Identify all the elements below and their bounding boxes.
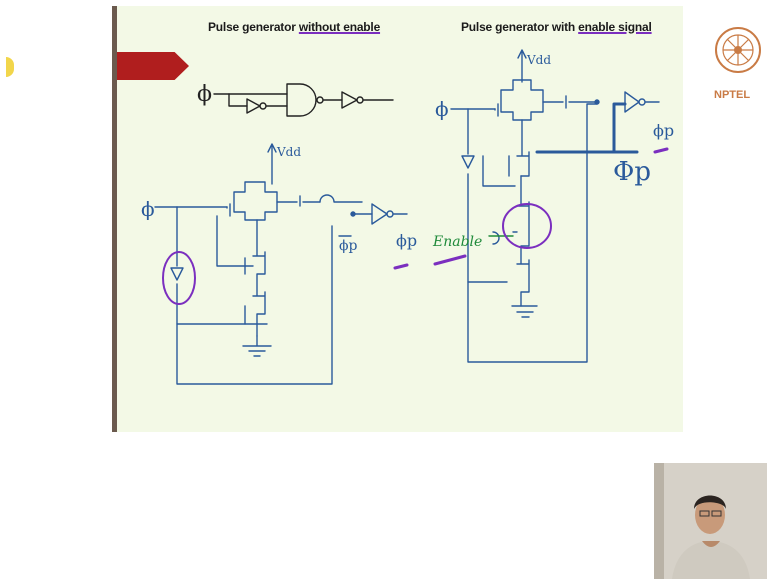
phi-p-large-label: Φp [613, 157, 651, 187]
pointer-marker [6, 57, 14, 77]
phi-label-left: ϕ [141, 197, 155, 221]
nptel-logo-text: NPTEL [714, 89, 751, 101]
phi-label-top: ϕ [197, 82, 212, 107]
title-left-emphasis: without enable [298, 20, 381, 34]
title-with-enable: Pulse generator with enable signal [461, 20, 652, 34]
nptel-logo-icon [715, 27, 761, 73]
title-right-text: Pulse generator with [461, 20, 579, 34]
left-circuit: ϕ Vdd ϕp [141, 143, 417, 385]
circuit-drawing: ϕ ϕ [141, 49, 674, 385]
vdd-label-right: Vdd [526, 53, 551, 67]
vdd-label-left: Vdd [276, 145, 301, 159]
phi-p-bar-label-left: ϕp [339, 238, 358, 254]
phi-p-label-left: ϕp [396, 231, 417, 250]
presenter-image [654, 463, 767, 579]
enable-transistor-highlight-circle [502, 203, 552, 249]
phi-label-right: ϕ [435, 97, 449, 121]
top-gate-schematic: ϕ [197, 82, 394, 117]
slide: Pulse generator without enable Pulse gen… [112, 6, 683, 432]
title-without-enable: Pulse generator without enable [208, 20, 380, 34]
right-circuit: ϕ Vdd [432, 49, 674, 363]
phi-p-label-right: ϕp [653, 121, 674, 140]
enable-label: Enable [432, 234, 482, 250]
inverter-highlight-circle [162, 251, 196, 305]
presenter-webcam [654, 463, 767, 579]
red-arrow-banner [117, 52, 189, 80]
title-right-emphasis: enable signal [578, 20, 652, 34]
title-left-text: Pulse generator [208, 20, 299, 34]
